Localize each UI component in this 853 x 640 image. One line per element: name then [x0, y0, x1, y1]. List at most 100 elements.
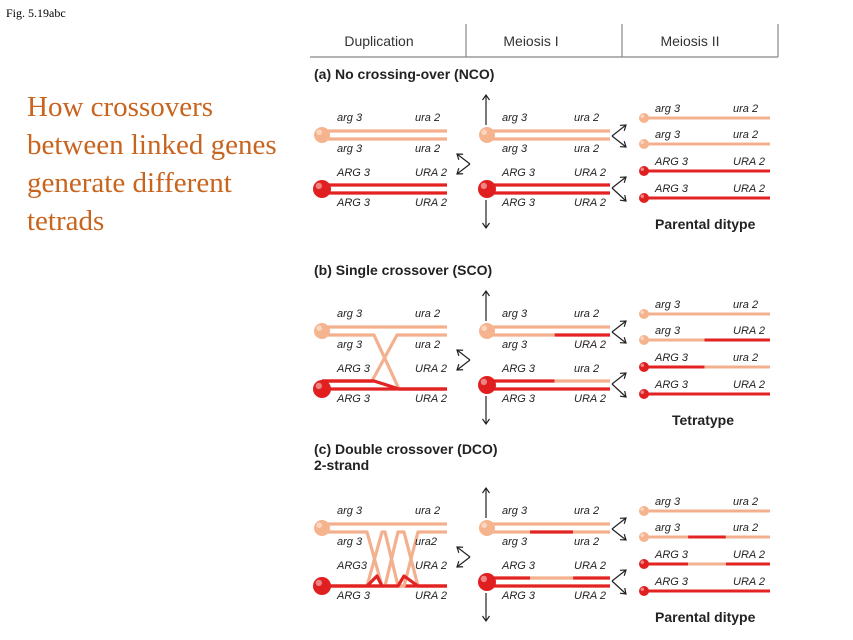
gene-label: URA 2 — [733, 183, 765, 195]
centromere-light — [639, 113, 649, 123]
gene-label: ura 2 — [415, 112, 440, 124]
arrow-head — [619, 587, 627, 595]
arrow-head — [482, 289, 490, 297]
gene-label: URA 2 — [733, 549, 765, 561]
centromere-dark — [639, 166, 649, 176]
gene-label: arg 3 — [655, 299, 681, 311]
centromere-highlight — [640, 507, 644, 511]
centromere-highlight — [480, 182, 487, 190]
gene-label: ura 2 — [733, 522, 758, 534]
gene-label: ARG 3 — [336, 167, 371, 179]
centromere-light — [314, 323, 330, 339]
gene-label: ARG 3 — [501, 197, 536, 209]
gene-label: URA 2 — [574, 590, 606, 602]
arrow-line — [456, 163, 471, 175]
gene-label: arg 3 — [502, 536, 528, 548]
arrow-head — [619, 176, 627, 184]
gene-label: ura 2 — [733, 129, 758, 141]
gene-label: ARG 3 — [336, 590, 371, 602]
gene-label: arg 3 — [337, 339, 363, 351]
gene-label: ura 2 — [574, 536, 599, 548]
centromere-light — [639, 532, 649, 542]
gene-label: URA 2 — [574, 339, 606, 351]
centromere-light — [639, 139, 649, 149]
arrow-head — [482, 93, 490, 101]
gene-label: ARG 3 — [501, 393, 536, 405]
arrow-line — [611, 372, 627, 385]
crossover-strand — [365, 574, 447, 588]
gene-label: ura 2 — [574, 308, 599, 320]
centromere-light — [639, 309, 649, 319]
tetrad-type-label: Parental ditype — [655, 609, 756, 625]
arrow-head — [456, 349, 464, 357]
arrow-head — [456, 546, 464, 554]
centromere-dark — [313, 577, 331, 595]
gene-label: ura 2 — [415, 143, 440, 155]
centromere-highlight — [481, 129, 488, 135]
gene-label: ARG 3 — [336, 197, 371, 209]
centromere-light — [479, 323, 495, 339]
arrow-line — [611, 320, 627, 333]
gene-label: ARG 3 — [336, 393, 371, 405]
tetrad-type-label: Parental ditype — [655, 216, 756, 232]
centromere-highlight — [315, 182, 322, 190]
centromere-highlight — [640, 390, 644, 394]
title-line: How crossovers — [27, 91, 214, 123]
centromere-highlight — [640, 114, 644, 118]
section-heading: (a) No crossing-over (NCO) — [314, 66, 494, 82]
centromere-highlight — [481, 522, 488, 528]
gene-label: arg 3 — [502, 339, 528, 351]
arrow-line — [611, 580, 627, 595]
gene-label: URA 2 — [574, 197, 606, 209]
centromere-dark — [639, 362, 649, 372]
arrow-head — [456, 363, 464, 371]
gene-label: URA 2 — [415, 560, 447, 572]
section-heading: (b) Single crossover (SCO) — [314, 262, 492, 278]
gene-label: ARG 3 — [654, 549, 689, 561]
gene-label: ura 2 — [574, 505, 599, 517]
centromere-highlight — [315, 579, 322, 586]
gene-label: ura2 — [415, 536, 437, 548]
column-header: Duplication — [344, 33, 413, 49]
gene-label: URA 2 — [574, 167, 606, 179]
gene-label: arg 3 — [655, 129, 681, 141]
gene-label: ARG 3 — [654, 183, 689, 195]
figure-label: Fig. 5.19abc — [6, 6, 66, 20]
arrow-line — [611, 517, 627, 530]
gene-label: arg 3 — [337, 505, 363, 517]
arrow-head — [456, 167, 464, 175]
centromere-highlight — [481, 325, 488, 332]
gene-label: ARG 3 — [501, 560, 536, 572]
gene-label: arg 3 — [502, 143, 528, 155]
centromere-highlight — [640, 533, 644, 537]
gene-label: URA 2 — [415, 590, 447, 602]
centromere-dark — [478, 376, 496, 394]
centromere-highlight — [480, 378, 487, 385]
arrow-head — [619, 140, 627, 148]
gene-label: ura 2 — [733, 103, 758, 115]
centromere-light — [314, 520, 330, 536]
arrow-line — [456, 153, 471, 165]
arrow-line — [611, 135, 627, 148]
arrow-head — [619, 372, 627, 380]
arrow-line — [611, 528, 627, 541]
centromere-dark — [313, 380, 331, 398]
gene-label: arg 3 — [655, 522, 681, 534]
arrow-head — [482, 222, 490, 230]
centromere-highlight — [316, 522, 323, 528]
gene-label: ARG 3 — [654, 379, 689, 391]
gene-label: ARG 3 — [336, 363, 371, 375]
arrow-head — [619, 194, 627, 202]
gene-label: arg 3 — [337, 536, 363, 548]
centromere-dark — [639, 193, 649, 203]
centromere-dark — [313, 180, 331, 198]
arrow-line — [456, 546, 471, 558]
centromere-light — [479, 127, 495, 143]
centromere-light — [479, 520, 495, 536]
gene-label: arg 3 — [502, 308, 528, 320]
gene-label: URA 2 — [415, 393, 447, 405]
section-heading: 2-strand — [314, 457, 369, 473]
arrow-head — [619, 320, 627, 328]
gene-label: URA 2 — [733, 325, 765, 337]
